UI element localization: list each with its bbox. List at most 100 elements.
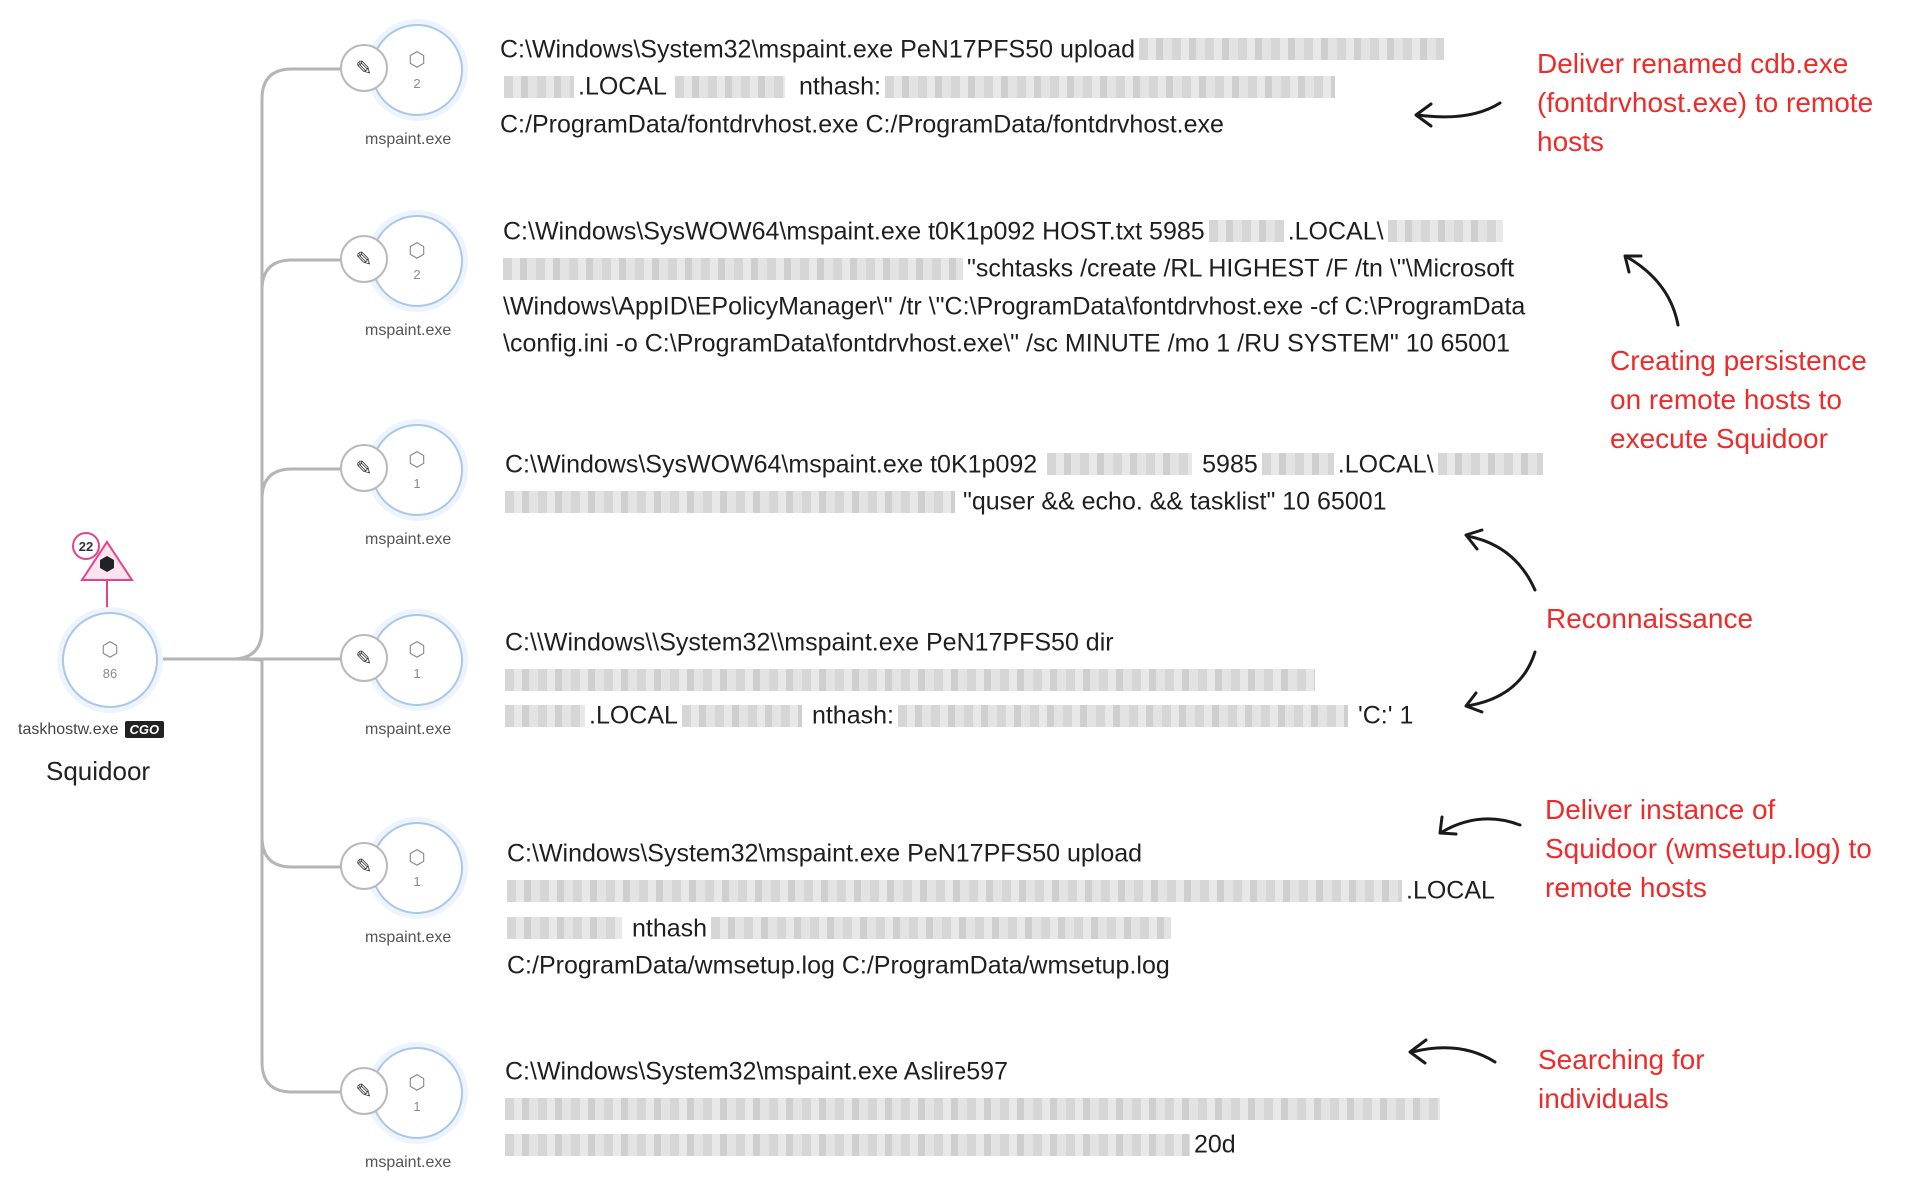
command-block-2: C:\Windows\SysWOW64\mspaint.exe t0K1p092… — [503, 212, 1525, 362]
command-text: "quser && echo. && tasklist" 10 65001 — [963, 487, 1387, 516]
branch-3 — [260, 467, 342, 500]
redacted-text — [505, 704, 585, 727]
command-text: 20d — [1194, 1130, 1236, 1159]
arrow-1-head — [1414, 102, 1433, 128]
annotation-line: on remote hosts to — [1610, 384, 1842, 415]
command-text: C:/ProgramData/wmsetup.log C:/ProgramDat… — [507, 951, 1170, 980]
command-text: C:\Windows\System32\mspaint.exe Aslire59… — [505, 1057, 1008, 1086]
command-text: C:\\Windows\\System32\\mspaint.exe PeN17… — [505, 628, 1114, 657]
syringe-icon[interactable]: ✎ — [340, 235, 388, 283]
arrow-3-head — [1464, 528, 1484, 551]
command-block-5: C:\Windows\System32\mspaint.exe PeN17PFS… — [507, 834, 1495, 984]
child-process-label: mspaint.exe — [365, 1154, 452, 1171]
command-text: C:\Windows\SysWOW64\mspaint.exe t0K1p092 — [505, 450, 1038, 479]
cgo-badge: CGO — [124, 721, 165, 738]
annotation-line: Reconnaissance — [1546, 603, 1754, 634]
syringe-icon[interactable]: ✎ — [340, 842, 388, 890]
redacted-text — [507, 917, 622, 940]
child-process-label: mspaint.exe — [365, 929, 452, 946]
arrow-5 — [1440, 817, 1522, 834]
command-text: C:\Windows\SysWOW64\mspaint.exe t0K1p092… — [503, 217, 1205, 246]
command-text: nthash: — [811, 701, 894, 730]
command-text: C:\Windows\System32\mspaint.exe PeN17PFS… — [507, 839, 1143, 868]
child-count: 2 — [413, 75, 421, 91]
redacted-text — [505, 490, 955, 513]
child-process-label: mspaint.exe — [365, 322, 452, 339]
redacted-text — [503, 257, 963, 280]
command-text: \Windows\AppID\EPolicyManager\" /tr \"C:… — [503, 292, 1526, 321]
process-hexagon-icon: ⬡ — [408, 638, 426, 661]
redacted-text — [505, 1097, 1440, 1120]
arrow-3 — [1465, 534, 1537, 592]
process-hexagon-icon: ⬡ — [408, 448, 426, 471]
branch-1 — [231, 67, 342, 661]
redacted-text — [884, 75, 1335, 98]
child-count: 2 — [413, 266, 421, 282]
syringe-icon[interactable]: ✎ — [340, 634, 388, 682]
annotation-line: Deliver instance of — [1545, 794, 1776, 825]
syringe-icon[interactable]: ✎ — [340, 1067, 388, 1115]
command-text: .LOCAL — [578, 72, 667, 101]
arrow-2-head — [1623, 254, 1643, 274]
redacted-text — [507, 879, 1402, 902]
redacted-text — [504, 75, 574, 98]
branch-5 — [260, 659, 342, 869]
annotation-line: (fontdrvhost.exe) to remote — [1537, 87, 1874, 118]
arrow-1 — [1416, 101, 1502, 119]
annotation-line: remote hosts — [1545, 872, 1707, 903]
redacted-text — [1261, 453, 1334, 476]
command-text: .LOCAL\ — [1287, 217, 1384, 246]
annotation-line: Squidoor (wmsetup.log) to — [1545, 833, 1872, 864]
arrow-6 — [1410, 1046, 1497, 1064]
root-process-label: taskhostw.exe CGO — [18, 721, 165, 739]
alert-shield-icon — [100, 556, 114, 572]
command-text: nthash — [632, 914, 708, 943]
annotation-line: hosts — [1537, 126, 1604, 157]
syringe-icon[interactable]: ✎ — [340, 444, 388, 492]
child-process-label: mspaint.exe — [365, 721, 452, 738]
command-text: .LOCAL\ — [1337, 450, 1434, 479]
arrow-6-head — [1408, 1038, 1428, 1065]
redacted-text — [711, 917, 1172, 940]
redacted-text — [681, 704, 802, 727]
child-count: 1 — [413, 475, 421, 491]
command-block-3: C:\Windows\SysWOW64\mspaint.exe t0K1p092… — [505, 445, 1547, 520]
child-process-label: mspaint.exe — [365, 131, 452, 148]
command-text: "schtasks /create /RL HIGHEST /F /tn \"\… — [967, 254, 1515, 283]
root-process-name: taskhostw.exe — [18, 721, 119, 738]
redacted-text — [505, 1133, 1190, 1156]
process-hexagon-icon: ⬡ — [408, 239, 426, 262]
child-count: 1 — [413, 665, 421, 681]
branch-6 — [260, 837, 342, 1094]
command-block-6: C:\Windows\System32\mspaint.exe Aslire59… — [505, 1052, 1444, 1163]
process-hexagon-icon: ⬡ — [408, 1071, 426, 1094]
redacted-text — [1208, 220, 1284, 243]
child-count: 1 — [413, 873, 421, 889]
syringe-icon[interactable]: ✎ — [340, 44, 388, 92]
process-hexagon-icon: ⬡ — [101, 638, 119, 661]
command-text: 'C:' 1 — [1357, 701, 1414, 730]
process-hexagon-icon: ⬡ — [408, 846, 426, 869]
arrow-4 — [1465, 650, 1537, 708]
annotation-line: Searching for — [1538, 1044, 1705, 1075]
command-block-1: C:\Windows\System32\mspaint.exe PeN17PFS… — [500, 30, 1448, 142]
annotation-reconnaissance: Reconnaissance — [1546, 599, 1753, 638]
annotation-line: Deliver renamed cdb.exe — [1537, 48, 1849, 79]
arrow-2 — [1625, 255, 1680, 327]
command-text: .LOCAL — [589, 701, 678, 730]
annotation-line: Creating persistence — [1610, 345, 1867, 376]
redacted-text — [505, 668, 1315, 691]
alert-count-badge[interactable]: 22 — [72, 532, 100, 560]
root-malware-name: Squidoor — [46, 756, 151, 786]
root-count: 86 — [102, 665, 118, 681]
redacted-text — [674, 75, 785, 98]
command-text: C:\Windows\System32\mspaint.exe PeN17PFS… — [500, 35, 1136, 64]
redacted-text — [897, 704, 1348, 727]
redacted-text — [1437, 453, 1543, 476]
root-process-node[interactable]: ⬡ 86 — [62, 612, 158, 708]
annotation-deliver-squidoor: Deliver instance of Squidoor (wmsetup.lo… — [1545, 790, 1872, 907]
redacted-text — [1139, 38, 1445, 61]
command-text: 5985 — [1202, 450, 1258, 479]
annotation-line: execute Squidoor — [1610, 423, 1828, 454]
